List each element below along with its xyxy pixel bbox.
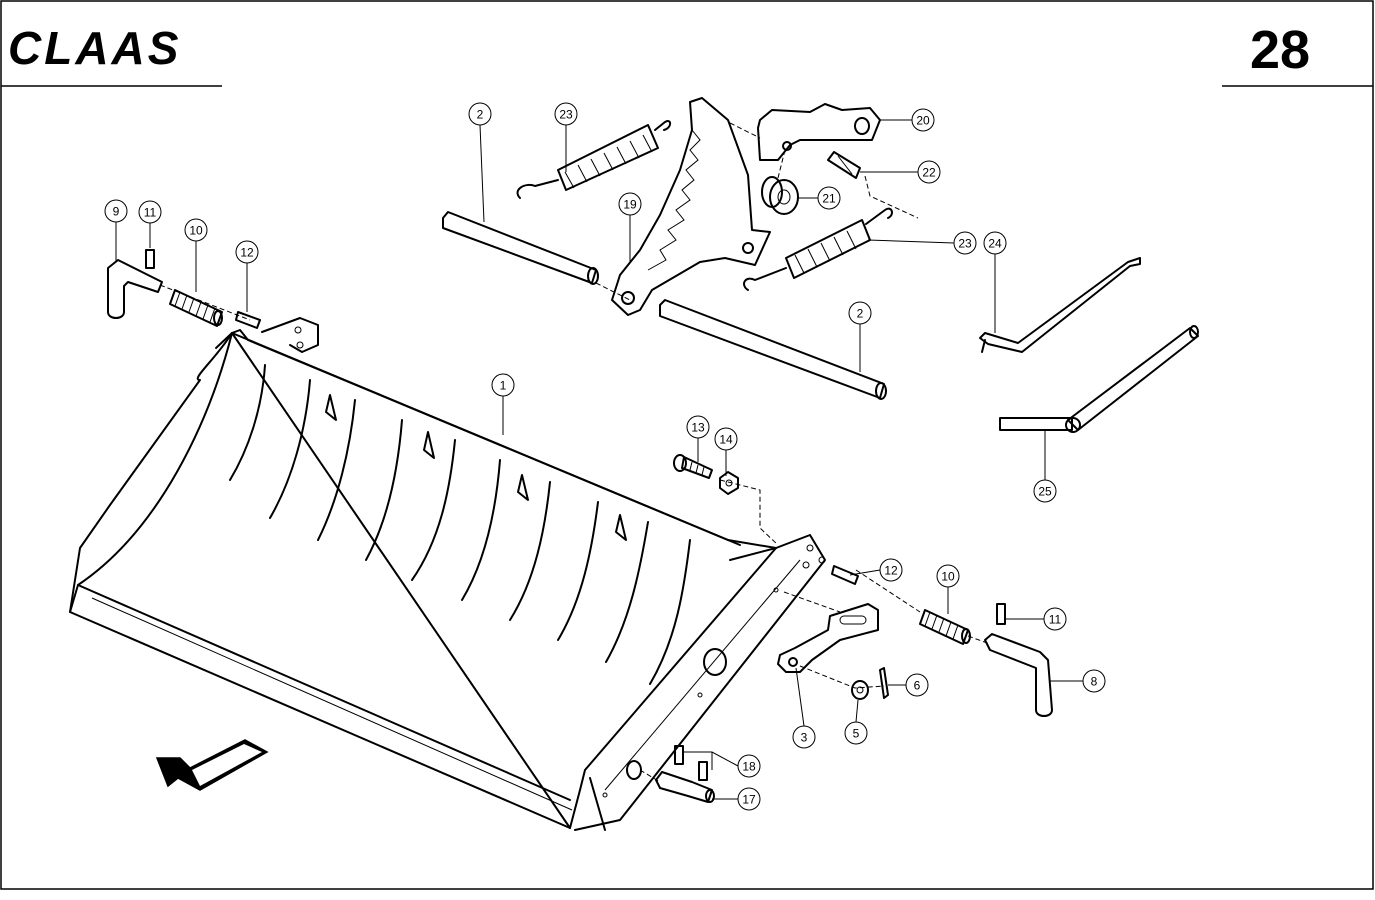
callout-22: 22	[917, 160, 941, 184]
part-10-spring-left	[169, 289, 223, 327]
callout-24: 24	[983, 231, 1007, 255]
callout-23-lower: 23	[953, 231, 977, 255]
svg-text:12: 12	[884, 564, 898, 578]
callout-17: 17	[737, 787, 761, 811]
svg-text:24: 24	[988, 237, 1002, 251]
part-6-split-pin	[879, 667, 889, 699]
svg-text:23: 23	[958, 237, 972, 251]
svg-text:14: 14	[719, 433, 733, 447]
svg-text:2: 2	[477, 108, 484, 122]
svg-text:5: 5	[853, 727, 860, 741]
svg-text:6: 6	[914, 679, 921, 693]
callout-25: 25	[1033, 479, 1057, 503]
part-2-bar-lower	[659, 299, 887, 400]
callout-11-left: 11	[138, 200, 162, 224]
svg-text:3: 3	[801, 731, 808, 745]
part-24-bent-rod	[979, 257, 1141, 353]
svg-text:22: 22	[922, 166, 936, 180]
svg-text:11: 11	[1049, 613, 1062, 627]
callout-9: 9	[104, 199, 128, 223]
callout-18: 18	[737, 754, 761, 778]
brand-logo: CLAAS	[8, 22, 181, 74]
svg-text:17: 17	[742, 793, 756, 807]
part-11-pin-right	[996, 603, 1006, 625]
svg-text:10: 10	[941, 570, 955, 584]
svg-text:11: 11	[144, 206, 157, 220]
part-9-handle-left	[107, 259, 163, 319]
part-18-pins	[674, 745, 708, 781]
callout-20: 20	[911, 108, 935, 132]
callout-12-right: 12	[879, 558, 903, 582]
svg-text:23: 23	[559, 108, 573, 122]
svg-text:2: 2	[857, 307, 864, 321]
part-11-pin-left	[145, 249, 155, 269]
leader-lines	[115, 119, 1083, 800]
part-12-pin-left	[235, 311, 261, 329]
svg-text:20: 20	[916, 114, 930, 128]
svg-text:25: 25	[1038, 485, 1052, 499]
part-5-washer	[851, 680, 869, 700]
part-20-bracket	[757, 103, 881, 161]
callout-12-left: 12	[235, 240, 259, 264]
direction-arrow-icon	[155, 739, 269, 791]
callout-6: 6	[905, 673, 929, 697]
part-17-pivot-pin	[626, 760, 715, 803]
callout-14: 14	[714, 427, 738, 451]
part-25-t-rod	[999, 325, 1199, 433]
svg-text:1: 1	[500, 379, 507, 393]
part-21-roller	[761, 176, 799, 215]
callout-8: 8	[1082, 669, 1106, 693]
part-13-bolt	[673, 454, 713, 479]
callout-10-right: 10	[936, 564, 960, 588]
svg-text:19: 19	[623, 198, 637, 212]
part-12-pin-right	[831, 565, 859, 585]
callout-10-left: 10	[184, 218, 208, 242]
part-14-nut	[719, 471, 739, 495]
callout-1: 1	[491, 373, 515, 397]
callout-3: 3	[792, 725, 816, 749]
part-19-toothed-segment	[611, 97, 771, 316]
svg-text:8: 8	[1091, 675, 1098, 689]
part-22-bolt	[827, 151, 861, 179]
part-23-spring-upper	[516, 120, 672, 199]
callout-2-upper: 2	[468, 102, 492, 126]
callout-5: 5	[844, 721, 868, 745]
svg-text:9: 9	[113, 205, 120, 219]
part-2-bar-upper	[442, 211, 599, 285]
callout-2-lower: 2	[848, 301, 872, 325]
callout-13: 13	[686, 415, 710, 439]
callout-19: 19	[618, 192, 642, 216]
svg-text:21: 21	[822, 192, 836, 206]
svg-text:13: 13	[691, 421, 705, 435]
part-8-handle-right	[984, 633, 1053, 717]
svg-text:18: 18	[742, 760, 756, 774]
page-number: 28	[1250, 20, 1310, 80]
callout-23-upper: 23	[554, 102, 578, 126]
callout-11-right: 11	[1043, 607, 1067, 631]
part-1-chute	[69, 317, 826, 831]
svg-text:12: 12	[240, 246, 254, 260]
assembly-guide-lines	[159, 122, 991, 783]
part-23-spring-lower	[743, 207, 893, 291]
part-3-link-plate	[777, 603, 879, 673]
callout-21: 21	[817, 186, 841, 210]
part-10-spring-right	[919, 609, 971, 645]
svg-text:10: 10	[189, 224, 203, 238]
